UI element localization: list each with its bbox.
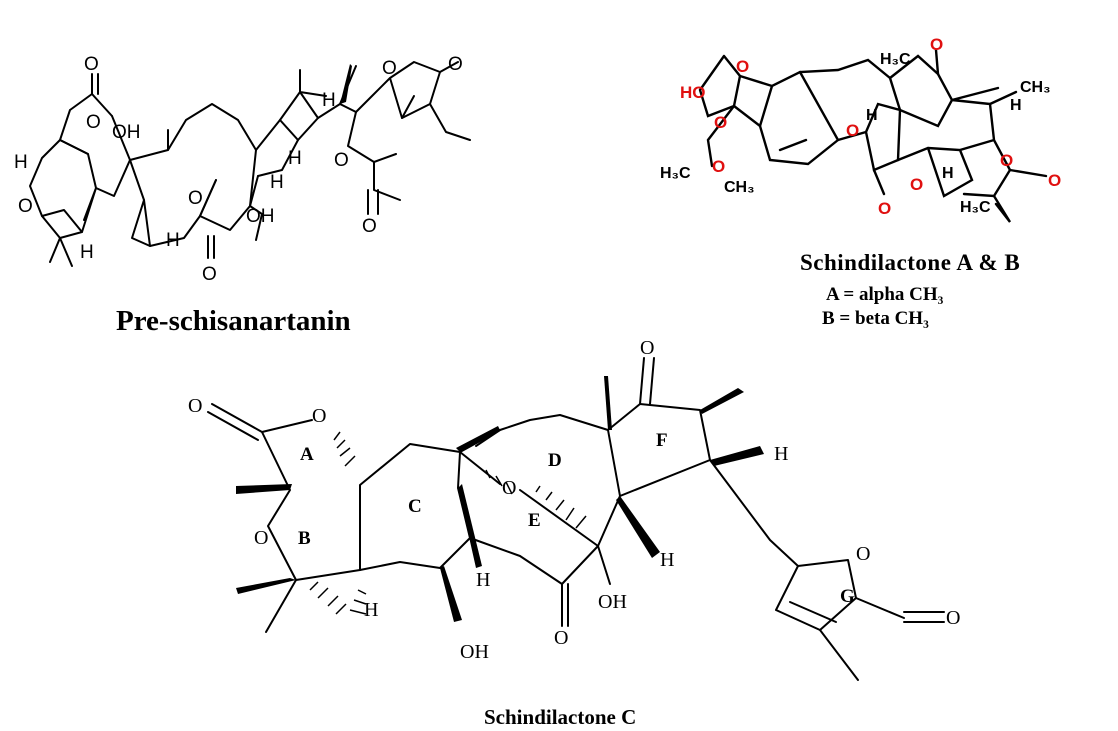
ab-atom-o-lactone: O xyxy=(714,113,727,132)
ab-atom-o-g-carbonyl: O xyxy=(1048,171,1061,190)
pre-atom-o-furanone: O xyxy=(382,58,397,79)
ab-atom-h-1: H xyxy=(866,107,878,124)
c-atom-h-e: H xyxy=(660,549,674,571)
ab-atom-o-ring: O xyxy=(910,175,923,194)
pre-atom-o-carbonyl: O xyxy=(84,54,99,75)
pre-atom-o-left: O xyxy=(18,196,33,217)
ab-atom-h3c-bottom: H₃C xyxy=(960,199,991,216)
pre-atom-h-cyclo1: H xyxy=(288,148,302,169)
ab-atom-h3c-left: H₃C xyxy=(660,165,691,182)
ring-label-f: F xyxy=(656,430,668,451)
c-atom-o-bridge: O xyxy=(502,477,516,499)
ab-atom-o-ketone: O xyxy=(878,199,891,218)
ab-atom-o-top: O xyxy=(736,57,749,76)
pre-atom-o-ring: O xyxy=(86,112,101,133)
ring-label-d: D xyxy=(548,450,562,471)
c-atom-h-c: H xyxy=(476,569,490,591)
pre-atom-o-bridge: O xyxy=(188,188,203,209)
pre-atom-o-acetate: O xyxy=(334,150,349,171)
ab-atom-o-left: O xyxy=(712,157,725,176)
schindilactone-ab-structure: O HO O O O O O O O O H₃C CH₃ H₃C CH₃ H₃C… xyxy=(660,35,1061,223)
c-atom-o-f-ketone: O xyxy=(640,337,654,359)
ab-atom-h-3: H xyxy=(942,165,954,182)
pre-atom-h-bottom: H xyxy=(80,242,94,263)
c-atom-o-ketone: O xyxy=(554,627,568,649)
pre-atom-o-ketone: O xyxy=(202,264,217,285)
ring-label-e: E xyxy=(528,510,541,531)
c-atom-h-f: H xyxy=(774,443,788,465)
ab-atom-o-g-ring: O xyxy=(1000,151,1013,170)
ab-atom-ch3-right: CH₃ xyxy=(1020,79,1051,96)
pre-atom-h-mid: H xyxy=(166,230,180,251)
c-atom-oh-right: OH xyxy=(598,591,627,613)
c-atom-o-carbonyl: O xyxy=(188,395,202,417)
ring-label-g: G xyxy=(840,586,855,607)
ring-label-b: B xyxy=(298,528,311,549)
pre-atom-h-cyclo2: H xyxy=(270,172,284,193)
pre-atom-oh-right: OH xyxy=(246,206,275,227)
c-atom-o-g-carbonyl: O xyxy=(946,607,960,629)
c-atom-h-b: H xyxy=(364,599,378,621)
pre-atom-h-left: H xyxy=(14,152,28,173)
ab-atom-o-bridge: O xyxy=(846,121,859,140)
caption-b-beta: B = beta CH₃ xyxy=(822,308,929,329)
c-atom-o-lactone: O xyxy=(312,405,326,427)
pre-atom-oh-top: OH xyxy=(112,122,141,143)
ab-atom-ch3-left: CH₃ xyxy=(724,179,755,196)
caption-schindilactone-c: Schindilactone C xyxy=(484,705,636,729)
pre-atom-o-acetyl: O xyxy=(362,216,377,237)
caption-schindilactone-ab: Schindilactone A & B xyxy=(800,250,1020,275)
pre-schisanartanin-structure: O O OH H O H O H O OH H H H O O O O xyxy=(14,54,471,285)
caption-a-alpha: A = alpha CH₃ xyxy=(826,284,944,305)
ab-atom-o-f-ketone: O xyxy=(930,35,943,54)
ring-label-c: C xyxy=(408,496,422,517)
c-atom-o-ring-g: O xyxy=(856,543,870,565)
c-atom-oh-bottom: OH xyxy=(460,641,489,663)
ab-atom-ho: HO xyxy=(680,83,706,102)
caption-pre-schisanartanin: Pre-schisanartanin xyxy=(116,305,351,337)
c-atom-o-ring-b: O xyxy=(254,527,268,549)
ab-atom-h3c-top: H₃C xyxy=(880,51,911,68)
ring-label-a: A xyxy=(300,444,314,465)
schindilactone-c-structure: O O O H H OH O O OH O H H O O A B C D E … xyxy=(188,337,960,681)
pre-atom-o-furanone-co: O xyxy=(448,54,463,75)
pre-atom-h-chain: H xyxy=(322,90,336,111)
ab-atom-h-2: H xyxy=(1010,97,1022,114)
